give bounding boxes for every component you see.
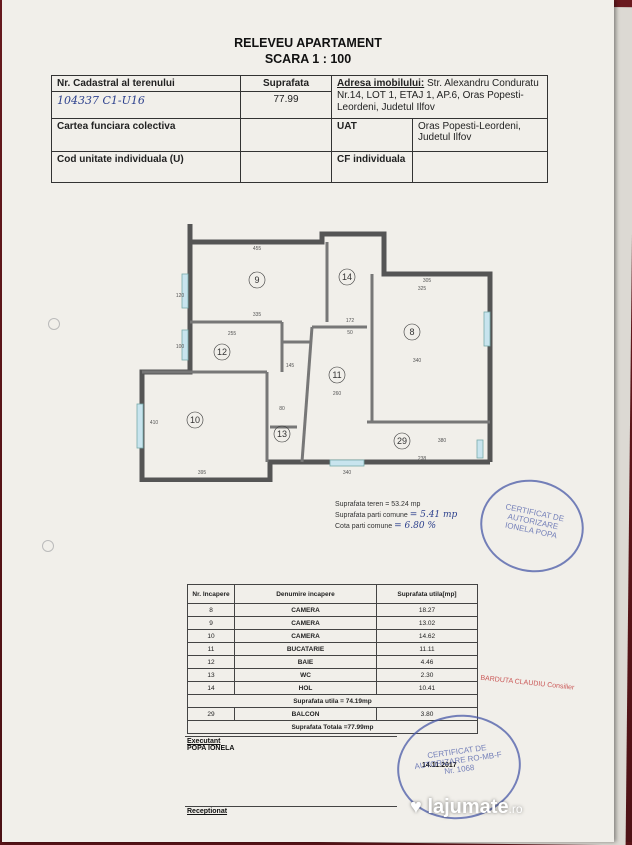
room-12: 12 <box>217 347 227 357</box>
svg-text:120: 120 <box>176 293 185 299</box>
nr-cadastral-label: Nr. Cadastral al terenului <box>51 75 241 92</box>
signature-date: 14.11.2017 <box>422 762 457 769</box>
svg-text:340: 340 <box>413 358 422 364</box>
svg-text:80: 80 <box>279 406 285 412</box>
document-scale: SCARA 1 : 100 <box>264 52 352 66</box>
receptionat-label: Receptionat <box>187 808 228 815</box>
col-denumire: Denumire incapere <box>234 584 377 604</box>
parti-comune-label: Suprafata parti comune <box>335 512 408 519</box>
uat-value: Oras Popesti-Leordeni, Judetul Ilfov <box>412 118 548 152</box>
floor-plan: 9 14 8 12 11 10 13 29 455 335 172 50 325… <box>136 224 493 482</box>
utila-row: Suprafata utila = 74.19mp <box>187 694 478 708</box>
room-29: 29 <box>397 436 407 446</box>
parti-comune-value: = 5.41 mp <box>409 510 458 520</box>
windows <box>136 273 491 467</box>
cod-unitate-label: Cod unitate individuala (U) <box>51 151 241 183</box>
heart-icon: ♥ <box>410 796 422 818</box>
svg-text:255: 255 <box>228 331 237 337</box>
svg-text:335: 335 <box>253 312 262 318</box>
cf-individuala-label: CF individuala <box>331 151 413 183</box>
svg-text:100: 100 <box>176 344 185 350</box>
svg-text:50: 50 <box>347 330 353 336</box>
room-14: 14 <box>342 272 352 282</box>
room-13: 13 <box>277 429 287 439</box>
room-8: 8 <box>409 327 414 337</box>
svg-text:238: 238 <box>418 456 427 462</box>
teren-label: Suprafata teren <box>335 501 384 508</box>
inner-walls <box>142 242 490 463</box>
svg-text:145: 145 <box>286 363 295 369</box>
punch-hole <box>48 318 60 330</box>
adresa-label: Adresa imobilului: <box>337 78 425 89</box>
punch-hole <box>42 540 54 552</box>
executant-label: Executant <box>187 738 221 745</box>
nr-cadastral-handwritten: 104337 C1-U16 <box>57 94 145 107</box>
svg-text:395: 395 <box>198 470 207 476</box>
svg-text:305: 305 <box>423 278 432 284</box>
col-nr-incapere: Nr. Incapere <box>187 584 235 604</box>
room-11: 11 <box>332 370 341 380</box>
dimension-labels: 455 335 172 50 325 255 145 260 340 80 39… <box>150 246 447 476</box>
document-title: RELEVEU APARTAMENT <box>234 36 382 50</box>
svg-text:410: 410 <box>150 420 159 426</box>
svg-text:380: 380 <box>438 438 447 444</box>
svg-text:325: 325 <box>418 286 427 292</box>
suprafata-label: Suprafata <box>240 75 332 92</box>
col-suprafata: Suprafata utila[mp] <box>376 584 478 604</box>
info-table: Nr. Cadastral al terenului Suprafata Adr… <box>51 75 548 183</box>
receptionat-block: Receptionat <box>187 808 227 815</box>
svg-text:340: 340 <box>343 470 352 476</box>
suprafata-value: 77.99 <box>240 91 332 119</box>
nr-cadastral-cell: 104337 C1-U16 <box>51 91 241 119</box>
carte-funciara-label: Cartea funciara colectiva <box>51 118 241 152</box>
uat-label: UAT <box>331 118 413 152</box>
executant-block: Executant POPA IONELA <box>187 738 234 752</box>
svg-text:260: 260 <box>333 391 342 397</box>
room-labels: 9 14 8 12 11 10 13 29 <box>186 268 421 450</box>
authorization-stamp: CERTIFICAT DE AUTORIZARE IONELA POPA <box>471 470 593 582</box>
svg-text:172: 172 <box>346 318 355 324</box>
svg-text:455: 455 <box>253 246 262 252</box>
room-10: 10 <box>190 415 200 425</box>
cota-value: = 6.80 % <box>394 521 437 531</box>
executant-name: POPA IONELA <box>187 745 235 752</box>
red-stamp-text: BARDUTA CLAUDIU Consilier <box>480 674 575 692</box>
lajumate-watermark: ♥ lajumate.ro <box>410 796 523 818</box>
adresa-cell: Adresa imobilului: Str. Alexandru Condur… <box>331 75 548 119</box>
teren-value: = 53.24 mp <box>385 501 421 508</box>
rooms-table: Nr. Incapere Denumire incapere Suprafata… <box>187 584 478 734</box>
adresa-value: Str. Alexandru Conduratu Nr.14, LOT 1, E… <box>337 78 539 113</box>
room-9: 9 <box>254 275 259 285</box>
document-page: RELEVEU APARTAMENT SCARA 1 : 100 Nr. Cad… <box>2 0 614 842</box>
area-summary: Suprafata teren = 53.24 mp Suprafata par… <box>335 500 457 532</box>
totala-row: Suprafata Totala =77.99mp <box>187 720 478 734</box>
cota-label: Cota parti comune <box>335 523 393 530</box>
